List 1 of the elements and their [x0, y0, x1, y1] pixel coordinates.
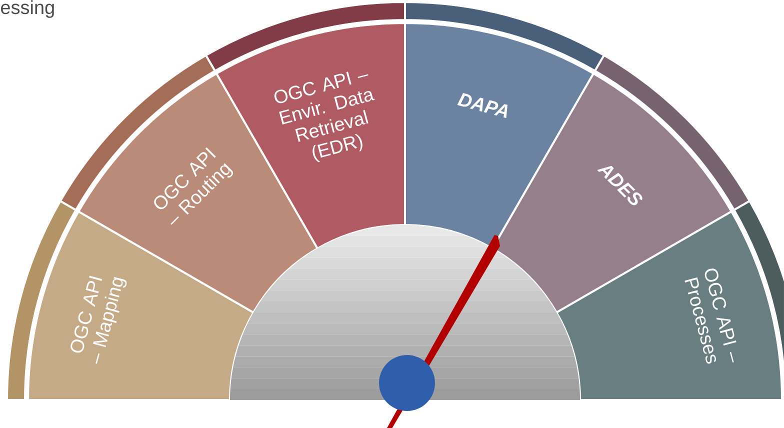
heading-text: essing — [1, 0, 54, 18]
